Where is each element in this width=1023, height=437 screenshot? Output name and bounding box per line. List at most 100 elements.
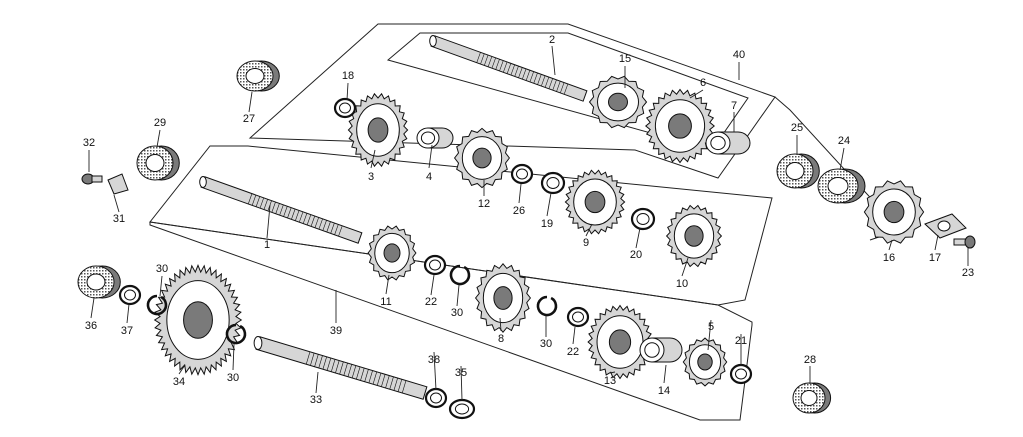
bearing-25 [776,153,820,189]
washer-inner [124,289,136,301]
washer-inner [572,311,584,323]
lock-plate-31 [107,173,129,195]
leader-line [178,364,186,375]
bearing-28 [792,382,832,414]
washer-inner [339,102,351,114]
bearing-24 [817,168,866,204]
countershaft-2 [429,35,588,102]
bolt-23 [953,235,976,249]
callout-label: 17 [929,252,941,264]
callout-label: 21 [735,335,747,347]
gear-hub [472,147,492,169]
shaft-spline [533,72,538,84]
callout-label: 2 [549,34,555,46]
shaft-spline [334,224,339,235]
shaft-spline [330,359,336,372]
callout-label: 35 [455,367,467,379]
washer-inner [430,392,442,404]
shaft-spline [351,365,357,379]
callout-label: 36 [85,320,97,332]
callout-label: 20 [630,249,642,261]
shaft-spline [295,210,300,221]
shaft-spline [259,197,265,209]
shaft-spline [302,213,308,224]
shaft-spline [563,83,569,95]
shaft-spline [372,371,378,385]
shaft-spline [541,75,546,87]
callout-label: 27 [243,113,255,125]
shaft-spline [306,214,312,226]
shaft-spline [298,211,304,223]
shaft-spline [310,352,315,366]
callout-labels: 1 2 3 4 5 6 7 8 9 10 11 12 13 14 15 16 1… [83,34,974,406]
leader-line [113,194,120,213]
shaft-spline [322,356,327,370]
shaft-end [253,336,263,350]
shaft-spline [271,201,276,213]
collar-35 [448,398,476,420]
gear-3 [347,92,409,168]
circlip-30d [225,323,247,345]
shaft-spline [480,53,485,65]
circlip-30b [536,295,558,317]
callout-label: 30 [540,338,552,350]
leader-line [663,364,667,384]
bushing-bore [710,135,726,151]
shaft-spline [506,63,512,74]
shaft-spline [275,203,280,214]
shaft-spline [360,367,365,381]
shaft-spline [556,81,561,92]
shaft-spline [385,375,390,389]
circlip-ring [536,295,558,317]
callout-label: 5 [708,321,714,333]
shaft-spline [560,82,565,94]
group-box-40-inner [386,32,749,151]
washer-inner [735,368,747,380]
shaft-spline [495,59,500,70]
gear-hub [584,190,606,214]
shaft-spline [491,57,496,69]
bearing-29 [136,145,180,181]
leader-line [433,351,437,391]
leader-line [370,149,376,169]
shaft-spline [401,380,407,394]
callout-label: 12 [478,198,490,210]
gear-hub [367,117,389,143]
callout-label: 19 [541,218,553,230]
gear-hub [493,286,513,310]
leader-line [159,275,163,297]
callout-label: 4 [426,171,432,183]
callout-label: 37 [121,325,133,337]
shaft-spline [310,215,316,227]
shaft-spline [368,370,373,384]
callout-label: 7 [731,100,737,112]
callout-label: 30 [451,307,463,319]
shaft-spline [263,199,268,210]
leader-line [428,144,433,169]
gear-hub [608,92,628,112]
washer-inner [516,168,528,180]
callout-label: 16 [883,252,895,264]
callout-label: 33 [310,394,322,406]
leader-line [934,234,939,251]
shaft-spline [548,78,553,89]
leader-line [635,227,641,249]
output-shaft-33 [253,336,428,400]
leader-line [156,129,161,148]
washer-22b [566,306,590,328]
gear-hub [697,353,713,371]
leader-line [585,223,593,237]
gear-hub [608,329,632,355]
circlip-ring [225,323,247,345]
shaft-spline [255,196,261,207]
gear-34 [153,263,243,377]
callout-label: 30 [156,263,168,275]
sprocket-16 [863,180,925,244]
callout-label: 13 [604,375,616,387]
shaft-spline [503,61,508,73]
bearing-bore [86,273,106,291]
circlip-ring [146,294,168,316]
washer-inner [454,403,470,415]
